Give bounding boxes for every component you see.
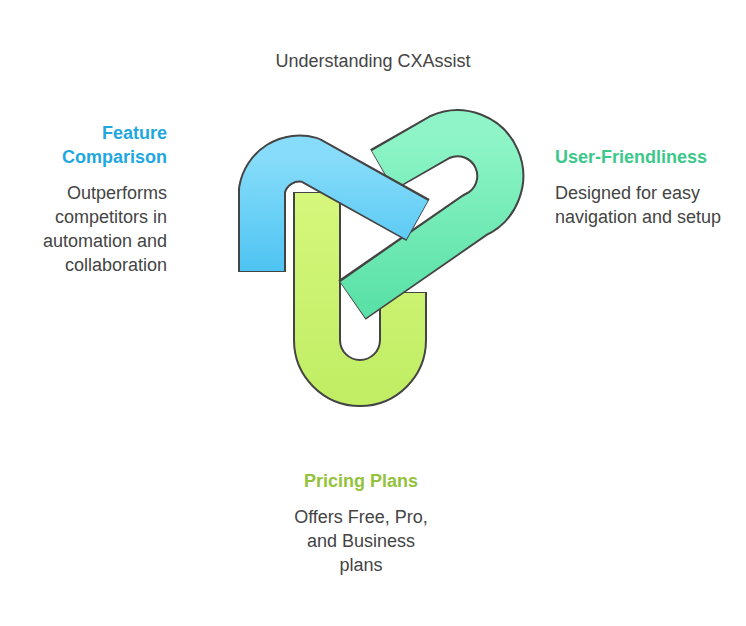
section-description: Designed for easy navigation and setup	[555, 181, 723, 229]
feature-ribbon	[262, 159, 418, 272]
section-description: Outperforms competitors in automation an…	[30, 181, 167, 277]
section-description: Offers Free, Pro, and Business plans	[284, 505, 438, 577]
section-heading: User-Friendliness	[555, 145, 723, 169]
text-node: User-FriendlinessDesigned for easy navig…	[555, 145, 723, 229]
text-node: Pricing PlansOffers Free, Pro, and Busin…	[284, 469, 438, 577]
diagram-title: Understanding CXAssist	[0, 49, 746, 73]
section-heading: Feature Comparison	[30, 121, 167, 169]
text-node: Feature ComparisonOutperforms competitor…	[30, 121, 167, 277]
section-heading: Pricing Plans	[284, 469, 438, 493]
